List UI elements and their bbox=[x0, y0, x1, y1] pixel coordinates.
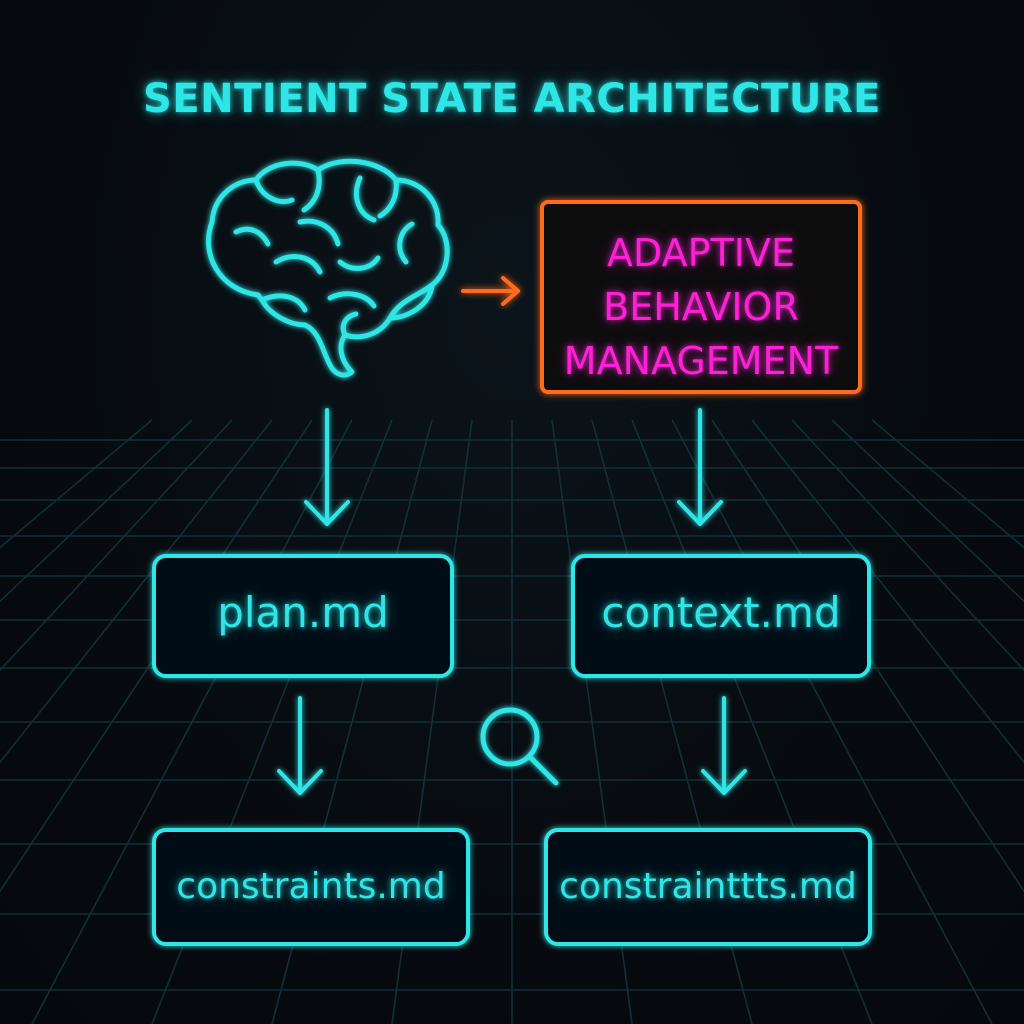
constraints-left-label: constraints.md bbox=[176, 866, 446, 907]
adaptive-label-line-3: MANAGEMENT bbox=[563, 339, 839, 383]
constraints-left-box bbox=[152, 828, 470, 946]
constraints-right-label: constrainttts.md bbox=[559, 866, 857, 907]
diagram-title: SENTIENT STATE ARCHITECTURE bbox=[143, 76, 881, 122]
constraints-right-box bbox=[544, 828, 872, 946]
arrow-plan-to-constraints bbox=[277, 696, 323, 795]
search-icon bbox=[480, 707, 559, 786]
adaptive-behavior-box bbox=[540, 200, 862, 394]
brain-icon bbox=[206, 158, 450, 378]
adaptive-label-line-1: ADAPTIVE bbox=[607, 231, 795, 275]
plan-node-box bbox=[152, 554, 454, 678]
context-node-label: context.md bbox=[601, 588, 841, 637]
arrow-adaptive-to-context bbox=[677, 408, 723, 526]
context-node-box bbox=[571, 554, 871, 678]
adaptive-behavior-label: ADAPTIVE BEHAVIOR MANAGEMENT bbox=[542, 226, 860, 388]
plan-node-label: plan.md bbox=[217, 588, 389, 637]
arrow-brain-to-adaptive bbox=[461, 276, 520, 306]
arrow-context-to-constraints bbox=[701, 696, 747, 795]
adaptive-label-line-2: BEHAVIOR bbox=[603, 285, 799, 329]
arrow-brain-to-plan bbox=[304, 408, 350, 526]
